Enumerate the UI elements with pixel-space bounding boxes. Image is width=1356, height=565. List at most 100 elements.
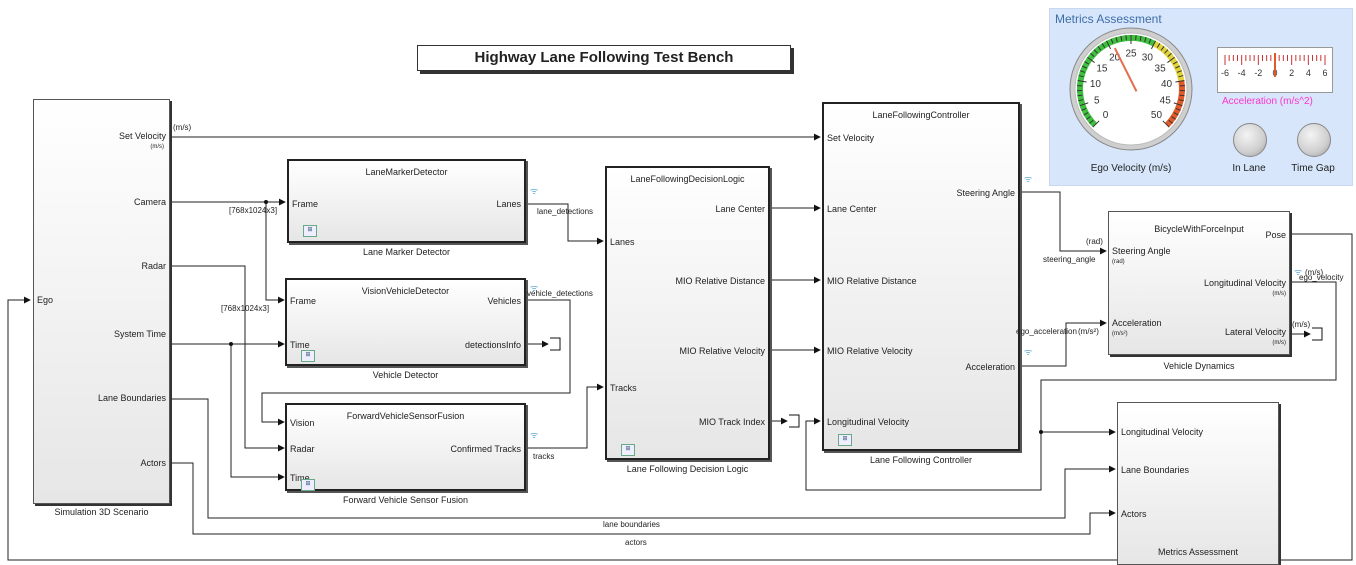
gauge-tick <box>1078 99 1084 102</box>
port-ego: Ego <box>37 295 54 305</box>
gauge-tick <box>1110 38 1114 44</box>
gauge-tick <box>1086 116 1091 120</box>
decision-logic-block[interactable]: LaneFollowingDecisionLogic Lanes Tracks … <box>605 166 770 460</box>
metrics-port-actors: Actors <box>1121 509 1147 519</box>
sf-port-time: Time <box>290 473 310 483</box>
caption-controller: Lane Following Controller <box>869 455 973 465</box>
gauge-tick-label: 35 <box>1155 63 1167 74</box>
wire-acceleration <box>1020 319 1107 367</box>
sig-ms: (m/s) <box>1305 268 1324 277</box>
sf-port-confirmed-tracks: Confirmed Tracks <box>450 444 521 454</box>
gauge-tick-label: 25 <box>1125 49 1137 60</box>
caption-lane-marker: Lane Marker Detector <box>362 247 451 257</box>
sig-ms2: (m/s²) <box>1078 327 1099 336</box>
gauge-tick <box>1178 99 1184 102</box>
wire-pose <box>7 233 1353 561</box>
diagram-title: Highway Lane Following Test Bench <box>417 45 791 71</box>
acceleration-gauge[interactable]: -6-4-20246 <box>1217 47 1333 93</box>
dl-port-mio-velocity: MIO Relative Velocity <box>679 346 765 356</box>
terminator-3 <box>1312 327 1323 341</box>
lm-port-lanes: Lanes <box>496 199 521 209</box>
gauge-tick <box>1164 49 1169 54</box>
acc-tick-label: -4 <box>1238 68 1246 78</box>
gauge-tick <box>1175 108 1181 111</box>
vdyn-unit-ms-lat: (m/s) <box>1272 340 1286 346</box>
gauge-tick-label: 30 <box>1142 52 1154 63</box>
gauge-tick <box>1120 35 1123 41</box>
wire-ego-velocity <box>1040 281 1337 436</box>
gauge-tick <box>1160 46 1165 51</box>
sensor-fusion-block[interactable]: ForwardVehicleSensorFusion Vision Radar … <box>285 403 526 491</box>
wire-actors <box>170 462 1116 535</box>
port-radar: Radar <box>141 261 166 271</box>
wire-steering <box>1020 191 1107 255</box>
port-camera: Camera <box>133 197 166 207</box>
sig-camera-dims-2: [768x1024x3] <box>221 304 270 313</box>
wire-lane-detections <box>525 203 604 245</box>
acc-tick-label: -6 <box>1221 68 1229 78</box>
terminator-1 <box>550 337 561 351</box>
vd-port-vehicles: Vehicles <box>487 296 521 306</box>
scenario-block[interactable] <box>33 99 170 504</box>
wire-vehicle-detections <box>261 299 571 426</box>
wire-tracks <box>525 383 604 449</box>
sig-ms-lat: (m/s) <box>1292 320 1311 329</box>
wire-lane-boundaries <box>170 398 1116 519</box>
dashboard-title: Metrics Assessment <box>1055 12 1162 26</box>
wire-time-branch <box>230 344 285 481</box>
gauge-tick-label: 15 <box>1096 63 1108 74</box>
vdyn-unit-ms2: (m/s²) <box>1112 331 1128 337</box>
caption-vision-detector: Vehicle Detector <box>372 370 439 380</box>
signal-log-icon: ᯤ <box>530 186 539 196</box>
model-ref-icon: ⊞ <box>301 479 315 491</box>
gauge-tick <box>1167 52 1172 57</box>
time-gap-lamp[interactable] <box>1297 123 1331 157</box>
sig-set-velocity-unit: (m/s) <box>173 123 192 132</box>
signal-log-icon: ᯤ <box>530 430 539 440</box>
vehicle-dynamics-block[interactable]: BicycleWithForceInput Steering Angle (ra… <box>1108 211 1290 355</box>
gauge-tick <box>1090 52 1095 57</box>
ctrl-port-mio-distance: MIO Relative Distance <box>827 276 917 286</box>
lane-marker-block[interactable]: LaneMarkerDetector Frame Lanes ⊞ <box>287 159 526 243</box>
gauge-tick <box>1176 70 1182 73</box>
gauge-tick <box>1139 35 1142 41</box>
gauge-tick <box>1084 61 1090 65</box>
signal-log-icon: ᯤ <box>1294 267 1303 277</box>
gauge-tick <box>1148 38 1152 44</box>
speedometer-label: Ego Velocity (m/s) <box>1090 163 1172 174</box>
sig-steering-angle: steering_angle <box>1043 255 1096 264</box>
gauge-tick <box>1115 37 1118 43</box>
gauge-tick <box>1150 40 1156 50</box>
in-lane-lamp[interactable] <box>1233 123 1267 157</box>
gauge-tick <box>1079 102 1089 107</box>
dl-port-tracks: Tracks <box>610 383 637 393</box>
lm-port-frame: Frame <box>292 199 319 209</box>
port-system-time: System Time <box>113 329 166 339</box>
acceleration-label: Acceleration (m/s^2) <box>1222 96 1313 107</box>
gauge-tick <box>1179 94 1185 97</box>
ctrl-port-steering-angle: Steering Angle <box>956 188 1015 198</box>
dl-port-lane-center: Lane Center <box>715 204 765 214</box>
gauge-tick <box>1092 120 1100 128</box>
gauge-tick <box>1173 112 1179 116</box>
signal-log-icon: ᯤ <box>1024 347 1033 357</box>
acc-tick-label: 4 <box>1306 68 1311 78</box>
sig-lane-detections: lane_detections <box>537 207 594 216</box>
vd-port-detections-info: detectionsInfo <box>464 340 521 350</box>
controller-block[interactable]: LaneFollowingController Set Velocity Lan… <box>822 102 1020 451</box>
vdyn-unit-rad: (rad) <box>1112 259 1125 265</box>
vdyn-port-pose: Pose <box>1265 230 1286 240</box>
metrics-port-longitudinal-velocity: Longitudinal Velocity <box>1121 427 1204 437</box>
vision-detector-block[interactable]: VisionVehicleDetector Frame Time Vehicle… <box>285 278 526 366</box>
caption-scenario: Simulation 3D Scenario <box>54 507 149 517</box>
port-actors: Actors <box>140 458 166 468</box>
vdyn-port-acceleration: Acceleration <box>1112 318 1162 328</box>
gauge-tick <box>1175 80 1185 83</box>
acc-tick-label: -2 <box>1254 68 1262 78</box>
gauge-tick <box>1171 116 1176 120</box>
sig-tracks: tracks <box>533 452 555 461</box>
gauge-tick-label: 40 <box>1161 79 1173 90</box>
metrics-block[interactable]: Longitudinal Velocity Lane Boundaries Ac… <box>1117 402 1279 565</box>
